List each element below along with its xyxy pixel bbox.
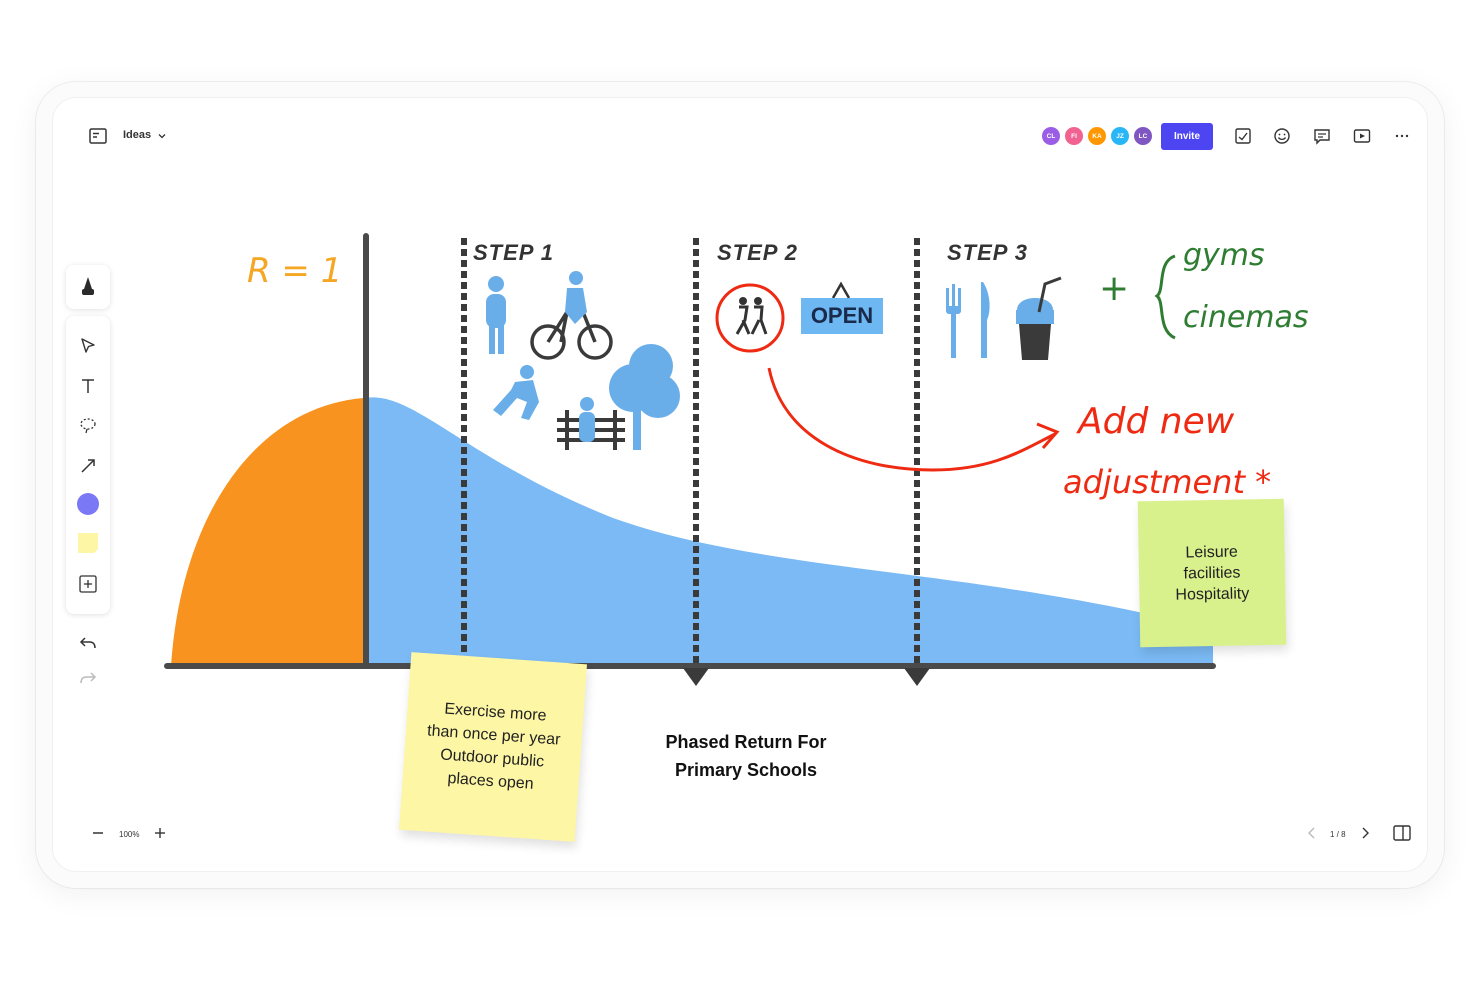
- cyclist-icon: [530, 310, 613, 360]
- arrow-icon[interactable]: [78, 456, 98, 476]
- step-3-label: STEP 3: [947, 240, 1028, 265]
- redo-icon[interactable]: [79, 670, 97, 686]
- invite-button[interactable]: Invite: [1161, 123, 1213, 150]
- canvas-drawing: [164, 233, 1216, 686]
- select-icon[interactable]: [78, 336, 98, 356]
- text-icon[interactable]: [78, 376, 98, 396]
- avatar[interactable]: LC: [1133, 126, 1153, 146]
- open-sign-hanger: [831, 281, 851, 299]
- add-frame-icon[interactable]: [78, 574, 98, 594]
- annotation-adjustment: adjustment *: [1063, 463, 1272, 501]
- avatar[interactable]: CL: [1041, 126, 1061, 146]
- lasso-icon[interactable]: [78, 416, 98, 436]
- venue-gyms: gyms: [1183, 238, 1265, 273]
- blue-area: [365, 397, 1213, 666]
- chevron-down-icon[interactable]: [157, 131, 167, 141]
- fork-knife-icon: [946, 282, 990, 358]
- avatar[interactable]: JZ: [1110, 126, 1130, 146]
- orange-area: [171, 398, 365, 666]
- color-swatch[interactable]: [76, 492, 100, 516]
- step3-marker: [904, 668, 930, 686]
- page-indicator: 1 / 8: [1330, 830, 1346, 839]
- red-arrowhead: [1036, 422, 1060, 449]
- avatar-initials: CL: [1046, 132, 1056, 140]
- checklist-icon[interactable]: [1234, 127, 1252, 145]
- present-icon[interactable]: [1353, 127, 1371, 145]
- tool-palette: [66, 316, 110, 614]
- drink-cup-icon: [1016, 276, 1062, 360]
- previous-page-button[interactable]: [1306, 826, 1318, 840]
- r-equals-one-label: R = 1: [247, 251, 343, 291]
- collaborator-avatars: CL FI KA JZ LC: [1041, 126, 1153, 146]
- undo-icon[interactable]: [79, 635, 97, 651]
- board-icon[interactable]: [89, 128, 107, 144]
- step-2-label: STEP 2: [717, 240, 798, 265]
- walking-person-icon: [486, 276, 506, 354]
- chart-caption[interactable]: Phased Return For Primary Schools: [643, 728, 849, 784]
- venue-cinemas: cinemas: [1183, 300, 1309, 335]
- zoom-level: 100%: [119, 830, 140, 839]
- whiteboard-canvas[interactable]: R = 1 STEP 1 STEP 2 STEP 3 OPEN + gyms c…: [53, 98, 1427, 871]
- sticky-green-line-1: Leisure: [1185, 543, 1239, 561]
- comment-icon[interactable]: [1313, 127, 1331, 145]
- tree-icon: [609, 344, 680, 450]
- annotation-add-new: Add new: [1078, 401, 1235, 442]
- cyclist-rider: [565, 271, 587, 324]
- sticky-yellow-line-4: places open: [446, 769, 535, 793]
- sticky-green-line-2: facilities: [1183, 564, 1241, 582]
- caption-line-2: Primary Schools: [674, 760, 818, 780]
- avatar-initials: KA: [1092, 132, 1102, 140]
- school-crossing-icon: [715, 283, 785, 353]
- side-panel-icon[interactable]: [1393, 825, 1411, 841]
- avatar[interactable]: KA: [1087, 126, 1107, 146]
- zoom-in-button[interactable]: [153, 826, 167, 840]
- open-sign: OPEN: [801, 298, 883, 334]
- sticky-note-icon[interactable]: [76, 531, 100, 555]
- sticky-note-green[interactable]: Leisure facilities Hospitality: [1137, 498, 1287, 648]
- park-bench-icon: [557, 397, 625, 450]
- emoji-icon[interactable]: [1273, 127, 1291, 145]
- step-1-label: STEP 1: [473, 240, 554, 265]
- red-arrow: [767, 367, 1056, 472]
- whiteboard-app: R = 1 STEP 1 STEP 2 STEP 3 OPEN + gyms c…: [52, 97, 1428, 872]
- sticky-green-line-3: Hospitality: [1175, 584, 1250, 604]
- board-name[interactable]: Ideas: [123, 129, 152, 141]
- plus-sign: +: [1099, 268, 1130, 309]
- avatar-initials: JZ: [1116, 132, 1124, 140]
- pen-tool-pill[interactable]: [66, 265, 110, 309]
- step2-marker: [683, 668, 709, 686]
- green-brace: [1154, 254, 1176, 340]
- avatar-initials: LC: [1138, 132, 1148, 140]
- runner-icon: [493, 365, 539, 420]
- more-icon[interactable]: [1393, 127, 1411, 145]
- sticky-note-yellow[interactable]: Exercise more than once per year Outdoor…: [399, 652, 587, 842]
- top-bar: Ideas CL FI KA JZ LC Invite: [53, 98, 1427, 174]
- pen-icon[interactable]: [78, 275, 98, 299]
- caption-line-1: Phased Return For: [665, 732, 827, 752]
- next-page-button[interactable]: [1359, 826, 1371, 840]
- zoom-out-button[interactable]: [91, 826, 105, 840]
- avatar-initials: FI: [1071, 132, 1077, 140]
- avatar[interactable]: FI: [1064, 126, 1084, 146]
